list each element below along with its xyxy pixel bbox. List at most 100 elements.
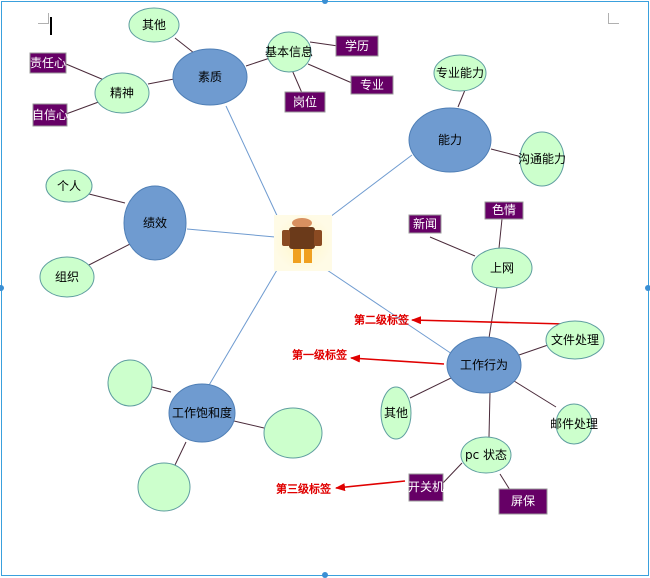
node-zuzhi[interactable] bbox=[39, 256, 95, 298]
label-nengli: 能力 bbox=[438, 133, 462, 147]
annotation-level1: 第一级标签 bbox=[292, 348, 348, 362]
edge-center-jixiao bbox=[186, 228, 276, 238]
node-nengli[interactable] bbox=[408, 107, 492, 173]
annotation-level3: 第三级标签 bbox=[276, 482, 332, 496]
text-cursor bbox=[50, 17, 52, 35]
box-gangwei[interactable] bbox=[284, 91, 326, 113]
annotation-level2: 第二级标签 bbox=[354, 313, 410, 327]
box-zerenxin[interactable] bbox=[29, 52, 67, 74]
edge-xingwei-shangwang bbox=[488, 286, 498, 339]
edge-xingwei-pc bbox=[488, 391, 491, 438]
label-wenjian-chuli: 文件处理 bbox=[551, 332, 599, 347]
edge-nengli-zhuanye bbox=[457, 89, 466, 108]
box-xinwen[interactable] bbox=[408, 214, 442, 234]
annotation-labels: 第二级标签 第一级标签 第三级标签 bbox=[276, 313, 410, 496]
label-jingshen: 精神 bbox=[110, 86, 134, 100]
arrow-level1 bbox=[350, 354, 445, 365]
level1-nodes bbox=[123, 48, 522, 443]
label-seqing: 色情 bbox=[492, 203, 516, 217]
node-suzhi[interactable] bbox=[172, 48, 248, 106]
center-figure bbox=[274, 215, 332, 271]
center-connectors bbox=[186, 105, 453, 393]
label-youjian-chuli: 邮件处理 bbox=[550, 417, 598, 431]
resize-handle-right[interactable] bbox=[645, 285, 650, 291]
label-kaiguanji: 开关机 bbox=[408, 480, 444, 494]
resize-handle-bottom[interactable] bbox=[322, 572, 328, 578]
edge-baohedu-blank1 bbox=[151, 386, 172, 393]
node-blank-3[interactable] bbox=[137, 462, 191, 512]
label-qita-bottom: 其他 bbox=[384, 406, 408, 420]
label-pingbao: 屏保 bbox=[511, 494, 535, 508]
edge-suzhi-jingshen bbox=[147, 78, 175, 85]
edge-jiben-gangwei bbox=[291, 69, 303, 94]
node-qita-bottom[interactable] bbox=[380, 386, 412, 440]
label-zuzhi: 组织 bbox=[55, 270, 79, 284]
resize-handle-left[interactable] bbox=[0, 285, 4, 291]
node-goutong-nengli[interactable] bbox=[519, 131, 565, 187]
node-shangwang[interactable] bbox=[471, 247, 533, 289]
edge-jiben-xueli bbox=[309, 41, 339, 47]
edge-baohedu-blank2 bbox=[233, 420, 265, 429]
node-zhuanye-nengli[interactable] bbox=[433, 54, 487, 92]
edge-center-suzhi bbox=[225, 105, 281, 223]
edge-nengli-goutong bbox=[490, 148, 523, 158]
label-zhuanye: 专业 bbox=[360, 77, 384, 92]
edge-center-xingwei bbox=[323, 267, 453, 355]
edge-baohedu-blank3 bbox=[174, 441, 187, 466]
box-zixinxin[interactable] bbox=[32, 103, 68, 127]
node-geren[interactable] bbox=[45, 169, 93, 203]
level2-nodes bbox=[39, 7, 605, 512]
box-xueli[interactable] bbox=[335, 35, 379, 57]
label-zixinxin: 自信心 bbox=[32, 108, 68, 122]
node-blank-1[interactable] bbox=[107, 359, 153, 407]
edge-center-nengli bbox=[325, 154, 413, 221]
label-jiben-xinxi: 基本信息 bbox=[265, 44, 313, 59]
label-gongzuo-baohedu: 工作饱和度 bbox=[172, 405, 232, 420]
label-xinwen: 新闻 bbox=[413, 216, 437, 231]
box-seqing[interactable] bbox=[484, 201, 524, 220]
labels: 素质 能力 绩效 工作行为 工作饱和度 基本信息 其他 精神 专业能力 沟通能力… bbox=[30, 18, 599, 508]
branch-connectors bbox=[65, 37, 557, 491]
box-pingbao[interactable] bbox=[498, 488, 548, 515]
arrow-level2 bbox=[411, 316, 566, 325]
arrow-level3 bbox=[335, 480, 406, 492]
node-jiben-xinxi[interactable] bbox=[266, 31, 312, 73]
box-zhuanye[interactable] bbox=[350, 75, 394, 95]
node-jixiao[interactable] bbox=[123, 185, 187, 261]
edge-jixiao-zuzhi bbox=[84, 242, 133, 268]
node-qita-top[interactable] bbox=[128, 7, 180, 43]
edge-xingwei-youjian bbox=[513, 380, 557, 408]
node-jingshen[interactable] bbox=[94, 72, 150, 114]
node-blank-2[interactable] bbox=[263, 407, 323, 459]
node-gongzuo-xingwei[interactable] bbox=[446, 336, 522, 394]
level3-nodes bbox=[29, 35, 548, 515]
edge-xingwei-qita bbox=[409, 377, 452, 399]
edge-pc-kaiguanji bbox=[441, 462, 463, 485]
annotation-arrows bbox=[335, 316, 566, 492]
node-youjian-chuli[interactable] bbox=[555, 403, 593, 445]
edge-center-baohedu bbox=[204, 269, 278, 393]
robot-figure-icon bbox=[282, 218, 322, 263]
box-kaiguanji[interactable] bbox=[408, 473, 444, 502]
label-shangwang: 上网 bbox=[490, 261, 514, 275]
label-suzhi: 素质 bbox=[198, 70, 222, 84]
resize-handle-top[interactable] bbox=[322, 0, 328, 4]
label-xueli: 学历 bbox=[345, 38, 369, 53]
node-gongzuo-baohedu[interactable] bbox=[168, 383, 236, 443]
label-zerenxin: 责任心 bbox=[30, 56, 66, 70]
edge-suzhi-qita bbox=[174, 37, 195, 54]
edge-jixiao-geren bbox=[88, 193, 126, 204]
edge-jingshen-zerenxin bbox=[65, 63, 105, 81]
edge-pc-pingbao bbox=[499, 473, 511, 491]
node-wenjian-chuli[interactable] bbox=[545, 320, 605, 360]
label-gongzuo-xingwei: 工作行为 bbox=[460, 358, 508, 372]
label-pc-zhuangtai: pc 状态 bbox=[465, 448, 507, 462]
edge-shangwang-seqing bbox=[498, 218, 503, 249]
edge-suzhi-jiben bbox=[245, 57, 271, 67]
label-gangwei: 岗位 bbox=[293, 94, 317, 109]
label-zhuanye-nengli: 专业能力 bbox=[436, 65, 484, 80]
margin-corner-top-left bbox=[38, 13, 49, 24]
node-pc-zhuangtai[interactable] bbox=[460, 436, 512, 474]
label-goutong-nengli: 沟通能力 bbox=[518, 152, 566, 166]
